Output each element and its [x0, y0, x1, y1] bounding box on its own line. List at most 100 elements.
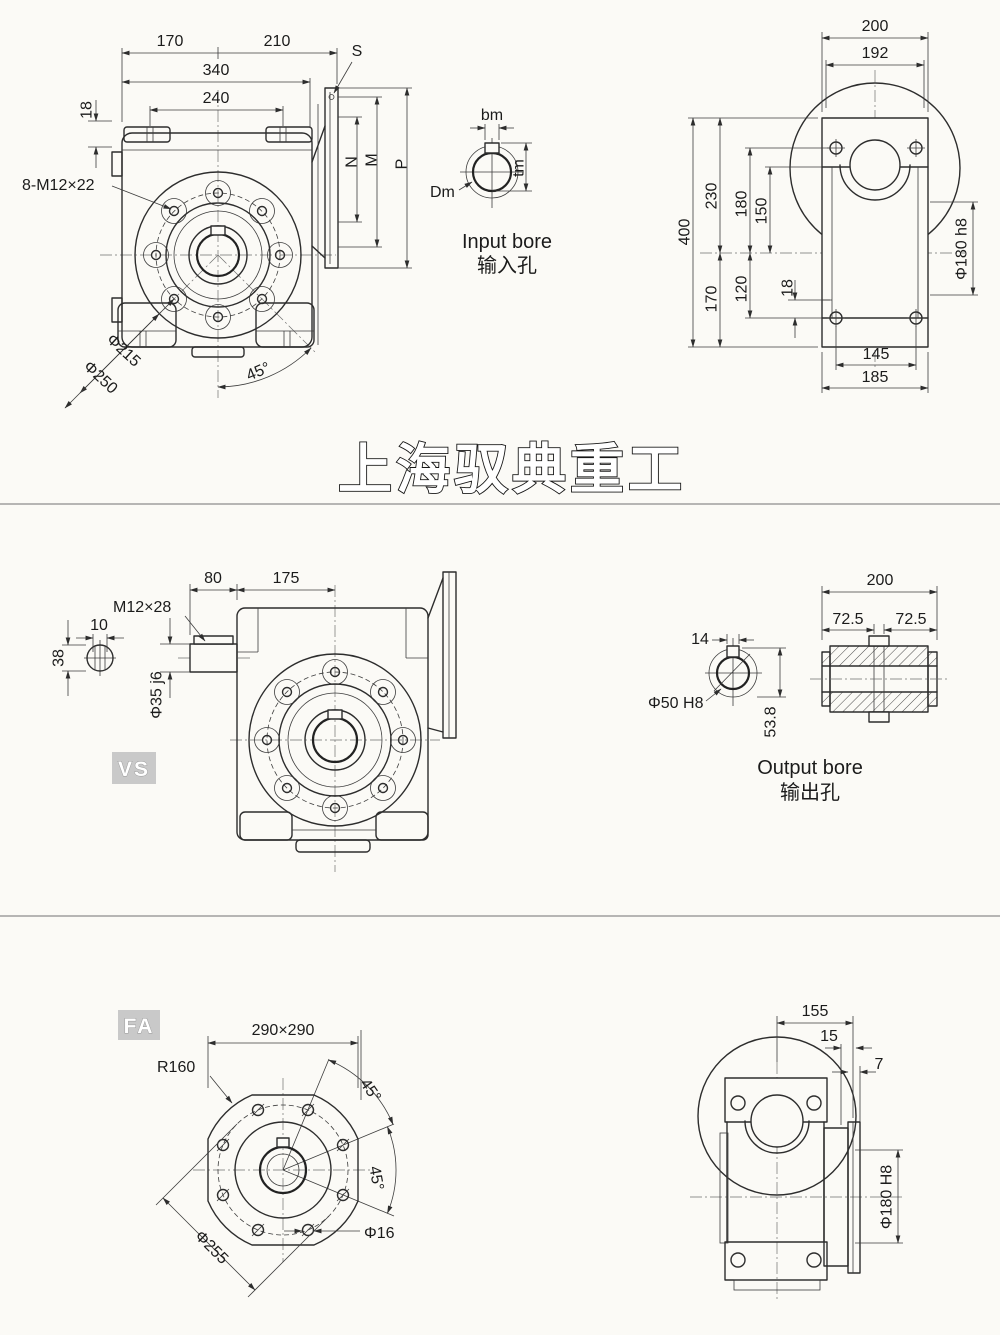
dim-725-right-label: 72.5: [895, 611, 926, 628]
shaft-key: [193, 635, 234, 645]
extension-lines: [726, 634, 786, 698]
extension-lines: [484, 124, 532, 192]
dim-phi180h8-label: Φ180 h8: [954, 218, 971, 280]
input-bore: [849, 139, 901, 191]
centerlines: [100, 90, 336, 398]
dim-120-label: 120: [734, 276, 751, 303]
housing-body: [236, 607, 429, 841]
bolt-hole: [730, 1095, 746, 1111]
input-side-view: 200 192 400 230 180 150 170 120 18 Φ180 …: [677, 18, 978, 393]
bolt-circle: [155, 192, 281, 318]
bottom-plate: [724, 1241, 828, 1281]
dim-18-side-label: 18: [780, 279, 797, 297]
input-bore-title-en: Input bore: [462, 231, 552, 253]
ring-groove-bottom: [868, 711, 890, 723]
dim-150-label: 150: [754, 198, 771, 225]
fa-tag-label: FA: [124, 1015, 155, 1038]
dim-400-label: 400: [677, 219, 694, 246]
dim-45-right-label: 45°: [365, 1165, 386, 1192]
keyway: [484, 142, 500, 154]
input-shaft: [189, 643, 238, 673]
dim-14-label: 14: [691, 631, 709, 648]
bolt-spec-label: 8-M12×22: [22, 177, 95, 194]
dim-230-label: 230: [704, 183, 721, 210]
input-bore-detail: bm tm Dm Input bore 输入孔: [430, 107, 552, 277]
flange-hole: [328, 94, 335, 100]
dim-200-label: 200: [862, 18, 889, 35]
flange-plate: [324, 87, 339, 269]
side-rib: [719, 1132, 729, 1244]
dim-r160-label: R160: [157, 1059, 195, 1076]
bolt-circle: [217, 1104, 349, 1236]
flange-outer-circle: [248, 653, 422, 827]
label-s: S: [352, 43, 363, 60]
dim-phi35-label: Φ35 j6: [149, 671, 166, 719]
flange-plate: [847, 1121, 861, 1274]
dim-200-section-label: 200: [867, 572, 894, 589]
label-dm: Dm: [430, 184, 455, 201]
output-bore-title-zh: 输出孔: [780, 781, 840, 804]
dim-192-label: 192: [862, 45, 889, 62]
centerlines: [690, 1062, 905, 1300]
fa-side-view: 155 15 7 Φ180 H8: [690, 1003, 905, 1300]
dim-phi50-label: Φ50 H8: [648, 695, 704, 712]
dim-38-label: 38: [51, 649, 68, 667]
output-shaft-section: 200 72.5 72.5: [810, 572, 950, 723]
label-bm: bm: [481, 107, 503, 124]
input-bore: [750, 1094, 804, 1148]
output-bore-title-en: Output bore: [757, 757, 863, 779]
keyway: [726, 645, 740, 658]
foot-left: [239, 811, 293, 841]
extension-lines: [821, 586, 938, 640]
input-bore-title-zh: 输入孔: [477, 254, 537, 277]
dim-180-label: 180: [734, 191, 751, 218]
bolt-hole: [806, 1095, 822, 1111]
fa-tag-box: [118, 1010, 160, 1040]
flange-outer-circle: [134, 171, 302, 339]
bolt-hole: [730, 1252, 746, 1268]
dim-45-label: 45°: [244, 359, 273, 384]
bottom-tab: [295, 839, 371, 853]
dim-170-side-label: 170: [704, 286, 721, 313]
keyway: [210, 225, 226, 236]
label-tm: tm: [511, 159, 528, 177]
input-front-view: 170 210 340 240 18 8-M12×22 Φ215 Φ250 45…: [22, 33, 338, 409]
dim-340-label: 340: [203, 62, 230, 79]
watermark-text: 上海驭典重工: [338, 440, 686, 500]
thread-spec-label: M12×28: [113, 599, 171, 616]
dim-145-label: 145: [863, 346, 890, 363]
dim-phi250-label: Φ250: [80, 358, 121, 397]
dim-210-label: 210: [264, 33, 291, 50]
extension-lines: [688, 32, 978, 393]
fa-flange-view: FA 290×290 R160 45° 45° Φ16 Φ255: [118, 1010, 397, 1298]
dim-538-label: 53.8: [763, 706, 780, 737]
extension-lines: [62, 634, 108, 672]
label-m: M: [364, 153, 381, 166]
extension-lines: [776, 1016, 903, 1244]
dim-185-label: 185: [862, 369, 889, 386]
side-tab: [111, 297, 123, 323]
vs-view: M12×28 80 175 Φ35: [112, 570, 457, 872]
bolt-hole: [806, 1252, 822, 1268]
dim-170-label: 170: [157, 33, 184, 50]
shaft-end-circle: [86, 644, 114, 672]
foot: [733, 1279, 821, 1291]
label-p: P: [394, 159, 411, 170]
vs-shaft-end-detail: 10 38: [51, 617, 124, 696]
dim-phi16-label: Φ16: [364, 1225, 395, 1242]
bolt-circle: [266, 671, 404, 809]
dim-phi180H8-label: Φ180 H8: [879, 1165, 896, 1229]
dim-10-label: 10: [90, 617, 108, 634]
dim-7-label: 7: [875, 1056, 884, 1073]
pilot-circle: [234, 1121, 332, 1219]
dim-phi215-label: Φ215: [103, 331, 144, 370]
foot-right: [375, 811, 429, 841]
input-flange-profile: N M P S: [311, 43, 412, 345]
output-bore-detail: 14 Φ50 H8 53.8 Output bore 输出孔: [648, 631, 863, 804]
extension-lines: [88, 48, 338, 148]
top-lug-right: [265, 126, 313, 143]
housing-body: [121, 132, 313, 348]
label-n: N: [344, 156, 361, 168]
dim-phi255-label: Φ255: [191, 1228, 231, 1268]
